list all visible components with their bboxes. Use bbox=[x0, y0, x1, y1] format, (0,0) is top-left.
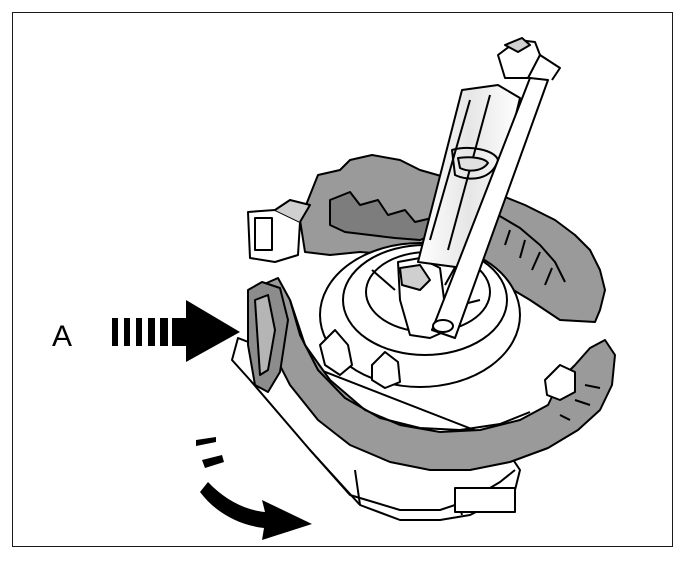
push-arrow-icon bbox=[112, 300, 240, 362]
mounting-bracket-left bbox=[247, 199, 311, 263]
xenon-bulb bbox=[397, 37, 561, 339]
release-clip-tab bbox=[247, 281, 289, 393]
rotate-arrow-icon bbox=[196, 437, 312, 540]
retaining-ring-front bbox=[261, 277, 616, 471]
callout-label-a: A bbox=[52, 320, 73, 353]
